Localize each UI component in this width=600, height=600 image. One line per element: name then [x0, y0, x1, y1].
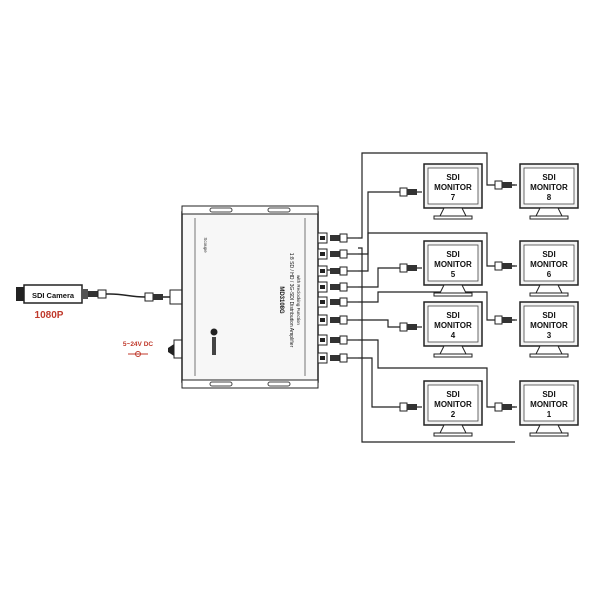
device-subtitle: with Reclocking Function: [296, 275, 301, 325]
monitors: SDI MONITOR 7 SDI MONITOR 8 SDI MONITOR …: [423, 163, 579, 437]
monitor-number: 4: [451, 331, 456, 340]
monitor-line1: SDI: [446, 390, 459, 399]
output-port: [317, 281, 358, 293]
monitor-number: 5: [451, 270, 456, 279]
monitor-line1: SDI: [446, 173, 459, 182]
monitor-number: 2: [451, 410, 456, 419]
monitor-number: 3: [547, 331, 552, 340]
distribution-amplifier: MD3108G 1:8 SD / HD / 3G-SDI Distributio…: [181, 205, 319, 389]
output-port: [317, 232, 358, 244]
sdi-monitor-1: SDI MONITOR 1: [519, 380, 579, 437]
monitor-number: 1: [547, 410, 552, 419]
monitor-line2: MONITOR: [530, 183, 568, 192]
sdi-monitor-6: SDI MONITOR 6: [519, 240, 579, 297]
monitor-input-connector: [399, 322, 422, 332]
sdi-monitor-8: SDI MONITOR 8: [519, 163, 579, 220]
output-ports: [317, 232, 358, 364]
monitor-number: 6: [547, 270, 552, 279]
monitor-input-connector: [494, 402, 517, 412]
monitor-input-connector: [494, 180, 517, 190]
monitor-input-connector: [494, 261, 517, 271]
output-port: [317, 352, 358, 364]
output-port: [317, 265, 358, 277]
monitor-line1: SDI: [542, 311, 555, 320]
sdi-monitor-3: SDI MONITOR 3: [519, 301, 579, 358]
monitor-line1: SDI: [542, 390, 555, 399]
output-port: [317, 334, 358, 346]
sdi-monitor-4: SDI MONITOR 4: [423, 301, 483, 358]
monitor-line2: MONITOR: [434, 321, 472, 330]
monitor-line1: SDI: [542, 173, 555, 182]
camera-cable: [88, 289, 183, 305]
monitor-connectors: [399, 180, 517, 412]
sdi-monitor-7: SDI MONITOR 7: [423, 163, 483, 220]
monitor-input-connector: [399, 187, 422, 197]
output-port: [317, 314, 358, 326]
output-port: [317, 248, 358, 260]
monitor-line2: MONITOR: [530, 321, 568, 330]
sdi-monitor-5: SDI MONITOR 5: [423, 240, 483, 297]
sdi-camera: SDI Camera 1080P: [16, 284, 88, 321]
monitor-line2: MONITOR: [434, 183, 472, 192]
monitor-input-connector: [399, 402, 422, 412]
monitor-line2: MONITOR: [530, 260, 568, 269]
output-port: [317, 296, 358, 308]
monitor-number: 8: [547, 193, 552, 202]
device-side-text: Scoupe: [203, 237, 208, 253]
monitor-line2: MONITOR: [434, 260, 472, 269]
camera-label: SDI Camera: [32, 291, 75, 300]
monitor-input-connector: [399, 263, 422, 273]
monitor-line2: MONITOR: [434, 400, 472, 409]
monitor-line1: SDI: [446, 250, 459, 259]
power-input: 5~24V DC: [123, 339, 183, 359]
device-title: 1:8 SD / HD / 3G-SDI Distribution Amplif…: [288, 253, 294, 348]
brand-logo-icon: [210, 328, 218, 336]
sdi-monitor-2: SDI MONITOR 2: [423, 380, 483, 437]
monitor-number: 7: [451, 193, 456, 202]
monitor-line2: MONITOR: [530, 400, 568, 409]
monitor-input-connector: [494, 315, 517, 325]
device-model: MD3108G: [278, 286, 284, 314]
monitor-line1: SDI: [446, 311, 459, 320]
monitor-line1: SDI: [542, 250, 555, 259]
wiring: [318, 152, 515, 443]
camera-resolution: 1080P: [35, 310, 64, 321]
power-label: 5~24V DC: [123, 341, 153, 348]
